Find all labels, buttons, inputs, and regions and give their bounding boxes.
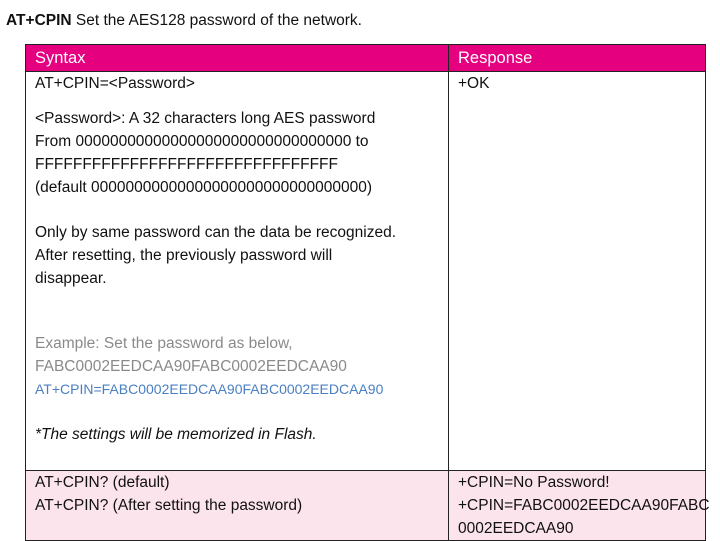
param-line: From 00000000000000000000000000000000 to [35, 133, 369, 150]
table-row: AT+CPIN=<Password> <Password>: A 32 char… [25, 71, 706, 471]
header-syntax: Syntax [25, 44, 449, 72]
command-name: AT+CPIN [6, 12, 72, 29]
command-description: Set the AES128 password of the network. [71, 12, 362, 29]
syntax-set-command: AT+CPIN=<Password> [35, 75, 195, 92]
example-command: AT+CPIN=FABC0002EEDCAA90FABC0002EEDCAA90 [35, 381, 384, 397]
response-ok: +OK [458, 75, 490, 92]
query-response-line: +CPIN=No Password! [458, 474, 610, 491]
command-table: Syntax Response AT+CPIN=<Password> <Pass… [25, 44, 710, 541]
param-line: FFFFFFFFFFFFFFFFFFFFFFFFFFFFFFFF [35, 156, 338, 173]
query-line: AT+CPIN? (default) [35, 474, 170, 491]
note-line: disappear. [35, 270, 107, 287]
query-line: AT+CPIN? (After setting the password) [35, 497, 303, 514]
table-header-row: Syntax Response [25, 44, 706, 72]
response-cell: +OK [448, 71, 706, 471]
param-line: (default 0000000000000000000000000000000… [35, 179, 373, 196]
query-response-cell: +CPIN=No Password! +CPIN=FABC0002EEDCAA9… [448, 470, 710, 541]
note-line: After resetting, the previously password… [35, 247, 333, 264]
query-syntax-cell: AT+CPIN? (default) AT+CPIN? (After setti… [25, 470, 449, 541]
example-line: FABC0002EEDCAA90FABC0002EEDCAA90 [35, 358, 347, 375]
table-row: AT+CPIN? (default) AT+CPIN? (After setti… [25, 470, 710, 541]
query-response-line: +CPIN=FABC0002EEDCAA90FABC [458, 497, 710, 514]
flash-note: *The settings will be memorized in Flash… [35, 426, 317, 443]
query-response-line: 0002EEDCAA90 [458, 520, 574, 537]
param-line: <Password>: A 32 characters long AES pas… [35, 110, 376, 127]
example-line: Example: Set the password as below, [35, 335, 293, 352]
header-response: Response [448, 44, 706, 72]
note-line: Only by same password can the data be re… [35, 224, 397, 241]
syntax-cell: AT+CPIN=<Password> <Password>: A 32 char… [25, 71, 449, 471]
section-heading: AT+CPIN Set the AES128 password of the n… [6, 12, 362, 30]
